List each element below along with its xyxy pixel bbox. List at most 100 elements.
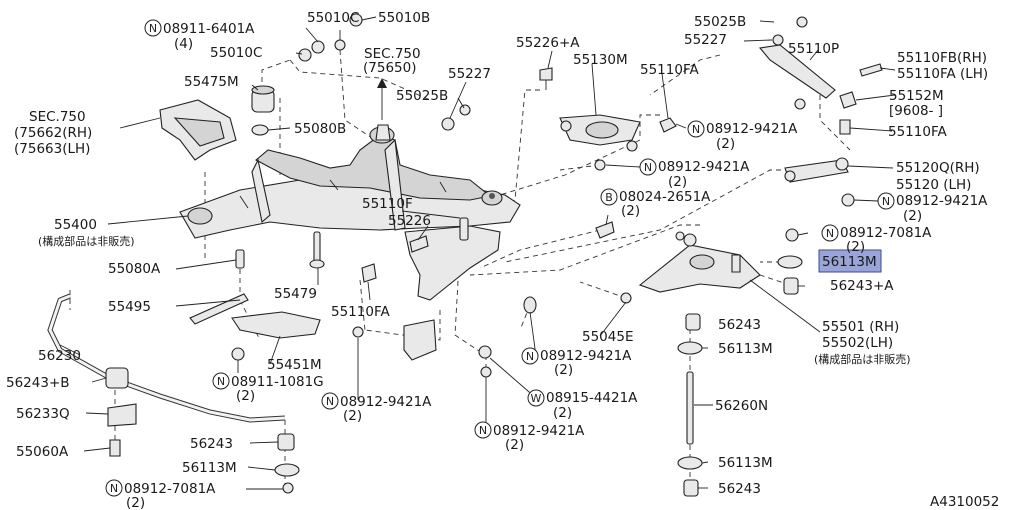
label-qty: (2) (554, 362, 573, 378)
label-qty: (2) (903, 208, 922, 224)
lower-arm-55501 (620, 231, 761, 304)
label-55130m[interactable]: 55130M (573, 52, 628, 68)
label-56113m[interactable]: 56113M (718, 455, 773, 471)
label-sec750[interactable]: SEC.750 (29, 109, 86, 125)
label-56230[interactable]: 56230 (38, 348, 81, 364)
n-badge (687, 120, 705, 138)
label-55010c[interactable]: 55010C (210, 45, 262, 61)
label-qty: (2) (505, 437, 524, 453)
n-badge-letter: N (479, 424, 487, 437)
label-55120q-rh[interactable]: 55120Q(RH) (896, 160, 980, 176)
label-55451m[interactable]: 55451M (267, 357, 322, 373)
n-badge (144, 19, 162, 37)
label-08911-1081g[interactable]: 08911-1081G (231, 374, 324, 390)
label-55110fa[interactable]: 55110FA (888, 124, 947, 140)
label-75662-rh: (75662(RH) (14, 125, 92, 141)
n-badge-letter: N (110, 482, 118, 495)
label-sec750-number: (75650) (363, 60, 416, 76)
n-badge-letter: N (692, 123, 700, 136)
label-55110f[interactable]: 55110F (362, 196, 413, 212)
label-08912-9421a[interactable]: 08912-9421A (540, 348, 632, 364)
label-sec750[interactable]: SEC.750 (364, 46, 421, 62)
label-55226[interactable]: 55226 (388, 213, 431, 229)
n-badge-letter: N (882, 195, 890, 208)
label-08912-9421a[interactable]: 08912-9421A (706, 121, 798, 137)
label-08912-9421a[interactable]: 08912-9421A (896, 193, 988, 209)
label-55400[interactable]: 55400 (54, 217, 97, 233)
n-badge (821, 224, 839, 242)
label-55110fb-rh[interactable]: 55110FB(RH) (897, 50, 987, 66)
n-badge-letter: N (526, 350, 534, 363)
label-55152m-date: [9608- ] (889, 103, 943, 119)
label-08915-4421a[interactable]: 08915-4421A (546, 390, 638, 406)
label-qty: (2) (126, 495, 145, 510)
label-08024-2651a[interactable]: 08024-2651A (619, 189, 711, 205)
label-56113m-highlighted[interactable]: 56113M (822, 254, 877, 270)
label-qty: (2) (716, 136, 735, 152)
label-55010b[interactable]: 55010B (378, 10, 430, 26)
label-08912-9421a[interactable]: 08912-9421A (658, 159, 750, 175)
label-56113m[interactable]: 56113M (182, 460, 237, 476)
mount-55475m (251, 85, 275, 136)
label-56243[interactable]: 56243 (718, 317, 761, 333)
label-55110p[interactable]: 55110P (788, 41, 839, 57)
upper-arm-55130m (539, 67, 677, 152)
label-55120-lh[interactable]: 55120 (LH) (896, 177, 971, 193)
label-55080b[interactable]: 55080B (294, 121, 346, 137)
label-55226a[interactable]: 55226+A (516, 35, 580, 51)
label-55502-lh[interactable]: 55502(LH) (822, 335, 893, 351)
label-08911-6401a[interactable]: 08911-6401A (163, 21, 255, 37)
label-55501-rh[interactable]: 55501 (RH) (822, 319, 899, 335)
fasteners-top (298, 13, 471, 141)
n-badge-letter: N (217, 375, 225, 388)
diagram-code: A4310052 (930, 494, 999, 510)
label-55227[interactable]: 55227 (448, 66, 491, 82)
label-55110fa[interactable]: 55110FA (640, 62, 699, 78)
label-55110fa[interactable]: 55110FA (331, 304, 390, 320)
label-75663-lh: (75663(LH) (14, 141, 90, 157)
label-qty: (2) (668, 174, 687, 190)
n-badge-letter: N (644, 161, 652, 174)
leader-lines (59, 16, 896, 490)
label-55025b[interactable]: 55025B (694, 14, 746, 30)
label-55010c[interactable]: 55010C (307, 10, 359, 26)
n-badge (212, 372, 230, 390)
label-55025b[interactable]: 55025B (396, 88, 448, 104)
label-55060a[interactable]: 55060A (16, 444, 69, 460)
label-56243a[interactable]: 56243+A (830, 278, 894, 294)
label-56243b[interactable]: 56243+B (6, 375, 70, 391)
highlighted-part-box[interactable] (818, 249, 882, 273)
label-08912-9421a[interactable]: 08912-9421A (493, 423, 585, 439)
label-55502-note: (構成部品は非販売) (814, 352, 911, 366)
n-badge (105, 479, 123, 497)
n-badge-letter: N (326, 395, 334, 408)
n-badge (321, 392, 339, 410)
label-56113m[interactable]: 56113M (718, 341, 773, 357)
label-56243[interactable]: 56243 (718, 481, 761, 497)
left-lower-parts (189, 249, 321, 361)
label-55110fa-lh[interactable]: 55110FA (LH) (897, 66, 988, 82)
label-55479[interactable]: 55479 (274, 286, 317, 302)
label-qty: (2) (343, 408, 362, 424)
label-55045e[interactable]: 55045E (582, 329, 633, 345)
label-56260n[interactable]: 56260N (715, 398, 768, 414)
n-badge (474, 421, 492, 439)
label-qty: (2) (553, 405, 572, 421)
n-badge (639, 158, 657, 176)
shock-parts-right (777, 228, 803, 295)
w-badge (527, 389, 545, 407)
label-55227[interactable]: 55227 (684, 32, 727, 48)
label-55475m[interactable]: 55475M (184, 74, 239, 90)
label-56243[interactable]: 56243 (190, 436, 233, 452)
label-56233q[interactable]: 56233Q (16, 406, 70, 422)
center-fasteners (309, 217, 537, 378)
label-08912-9421a[interactable]: 08912-9421A (340, 394, 432, 410)
label-08912-7081a[interactable]: 08912-7081A (124, 481, 216, 497)
label-55080a[interactable]: 55080A (108, 261, 161, 277)
label-qty: (2) (621, 203, 640, 219)
label-55152m[interactable]: 55152M (889, 88, 944, 104)
label-08912-7081a[interactable]: 08912-7081A (840, 225, 932, 241)
subframe-55400 (179, 126, 521, 301)
label-55495[interactable]: 55495 (108, 299, 151, 315)
